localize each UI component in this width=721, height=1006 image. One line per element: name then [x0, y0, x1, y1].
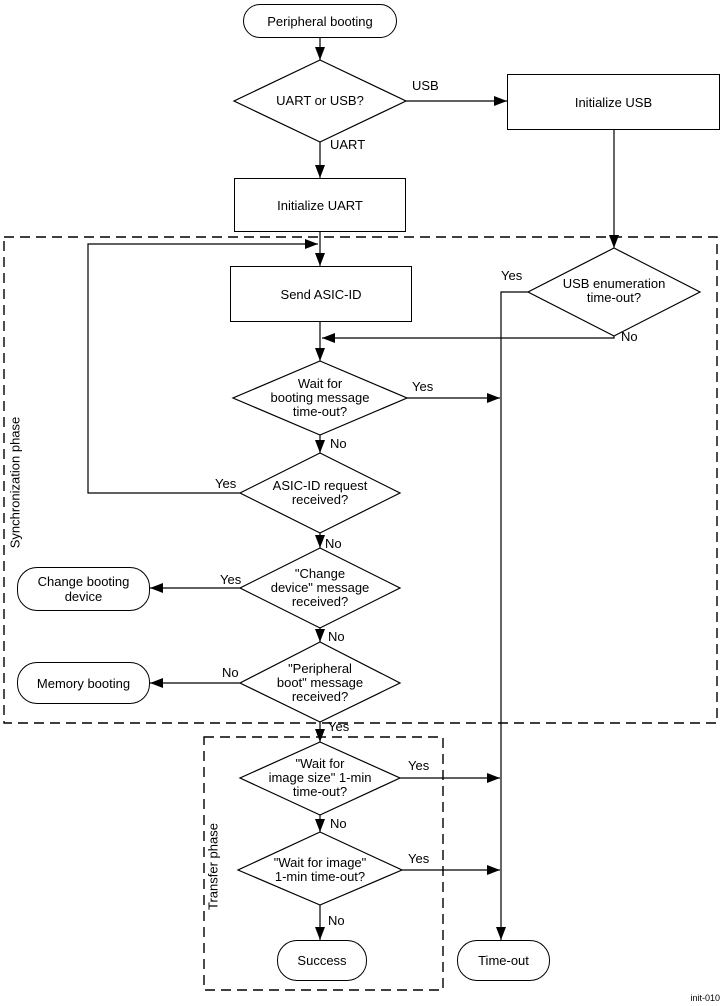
- peripheral-booting-label: Peripheral booting: [267, 13, 373, 29]
- wait-image-size-diamond: [238, 741, 402, 816]
- edge-label-img-yes: Yes: [408, 851, 430, 866]
- edge-label-bootmsg-yes: Yes: [412, 379, 434, 394]
- initialize-usb-node: Initialize USB: [507, 74, 720, 130]
- asic-request-diamond: [238, 452, 402, 534]
- send-asic-id-label: Send ASIC-ID: [280, 286, 362, 302]
- synchronization-phase-box: [3, 236, 718, 724]
- edge-label-bootmsg-no: No: [330, 436, 347, 451]
- uart-or-usb-text: UART or USB?: [276, 93, 364, 108]
- timeout-node: Time-out: [457, 940, 550, 981]
- initialize-usb-label: Initialize USB: [574, 94, 653, 110]
- memory-booting-label: Memory booting: [36, 675, 131, 691]
- memory-booting-node: Memory booting: [17, 662, 150, 704]
- edge-label-enum-no: No: [621, 329, 638, 344]
- edge-label-asic-no: No: [325, 536, 342, 551]
- edge-label-uart: UART: [330, 137, 366, 152]
- change-booting-line1: Change booting: [37, 574, 130, 589]
- edge-label-img-no: No: [328, 913, 345, 928]
- edge-label-imgsize-yes: Yes: [408, 758, 430, 773]
- peripheral-boot-diamond: [238, 641, 402, 723]
- success-node: Success: [277, 940, 367, 981]
- peripheral-booting-node: Peripheral booting: [243, 4, 397, 38]
- timeout-label: Time-out: [478, 953, 529, 968]
- usb-enumeration-diamond: [526, 247, 702, 337]
- uart-or-usb-diamond: [232, 59, 408, 143]
- peripheral-boot-text: "Peripheral boot" message received?: [276, 661, 364, 704]
- wait-image-text: "Wait for image" 1-min time-out?: [273, 855, 367, 884]
- edge-label-periph-yes: Yes: [328, 719, 350, 734]
- edge-label-change-yes: Yes: [220, 572, 242, 587]
- edge-label-periph-no: No: [222, 665, 239, 680]
- change-device-text: "Change device" message received?: [270, 566, 370, 609]
- edge-label-enum-yes: Yes: [501, 268, 523, 283]
- usb-enumeration-text: USB enumeration time-out?: [562, 276, 666, 305]
- edge-enum-yes-to-timeout: [496, 291, 528, 940]
- success-label: Success: [297, 953, 347, 968]
- change-booting-line2: device: [64, 589, 103, 604]
- wait-booting-diamond: [231, 360, 409, 436]
- initialize-uart-label: Initialize UART: [277, 197, 363, 213]
- change-booting-device-node: Change booting device: [17, 567, 150, 611]
- wait-image-diamond: [236, 831, 404, 906]
- transfer-phase-label: Transfer phase: [205, 823, 221, 910]
- wait-booting-text: Wait for booting message time-out?: [270, 376, 370, 419]
- initialize-uart-node: Initialize UART: [234, 178, 406, 232]
- edge-label-change-no: No: [328, 629, 345, 644]
- figure-id: init-010: [690, 993, 720, 1003]
- wait-image-size-text: "Wait for image size" 1-min time-out?: [268, 756, 372, 799]
- edge-asic-yes-loop: [87, 239, 318, 494]
- edge-label-asic-yes: Yes: [215, 476, 237, 491]
- send-asic-id-node: Send ASIC-ID: [230, 266, 412, 322]
- asic-request-text: ASIC-ID request received?: [272, 478, 368, 507]
- change-device-diamond: [238, 547, 402, 629]
- edge-enum-no-merge: [322, 333, 615, 343]
- synchronization-phase-label: Synchronization phase: [7, 416, 23, 549]
- edge-label-usb: USB: [412, 78, 439, 93]
- edge-label-imgsize-no: No: [330, 816, 347, 831]
